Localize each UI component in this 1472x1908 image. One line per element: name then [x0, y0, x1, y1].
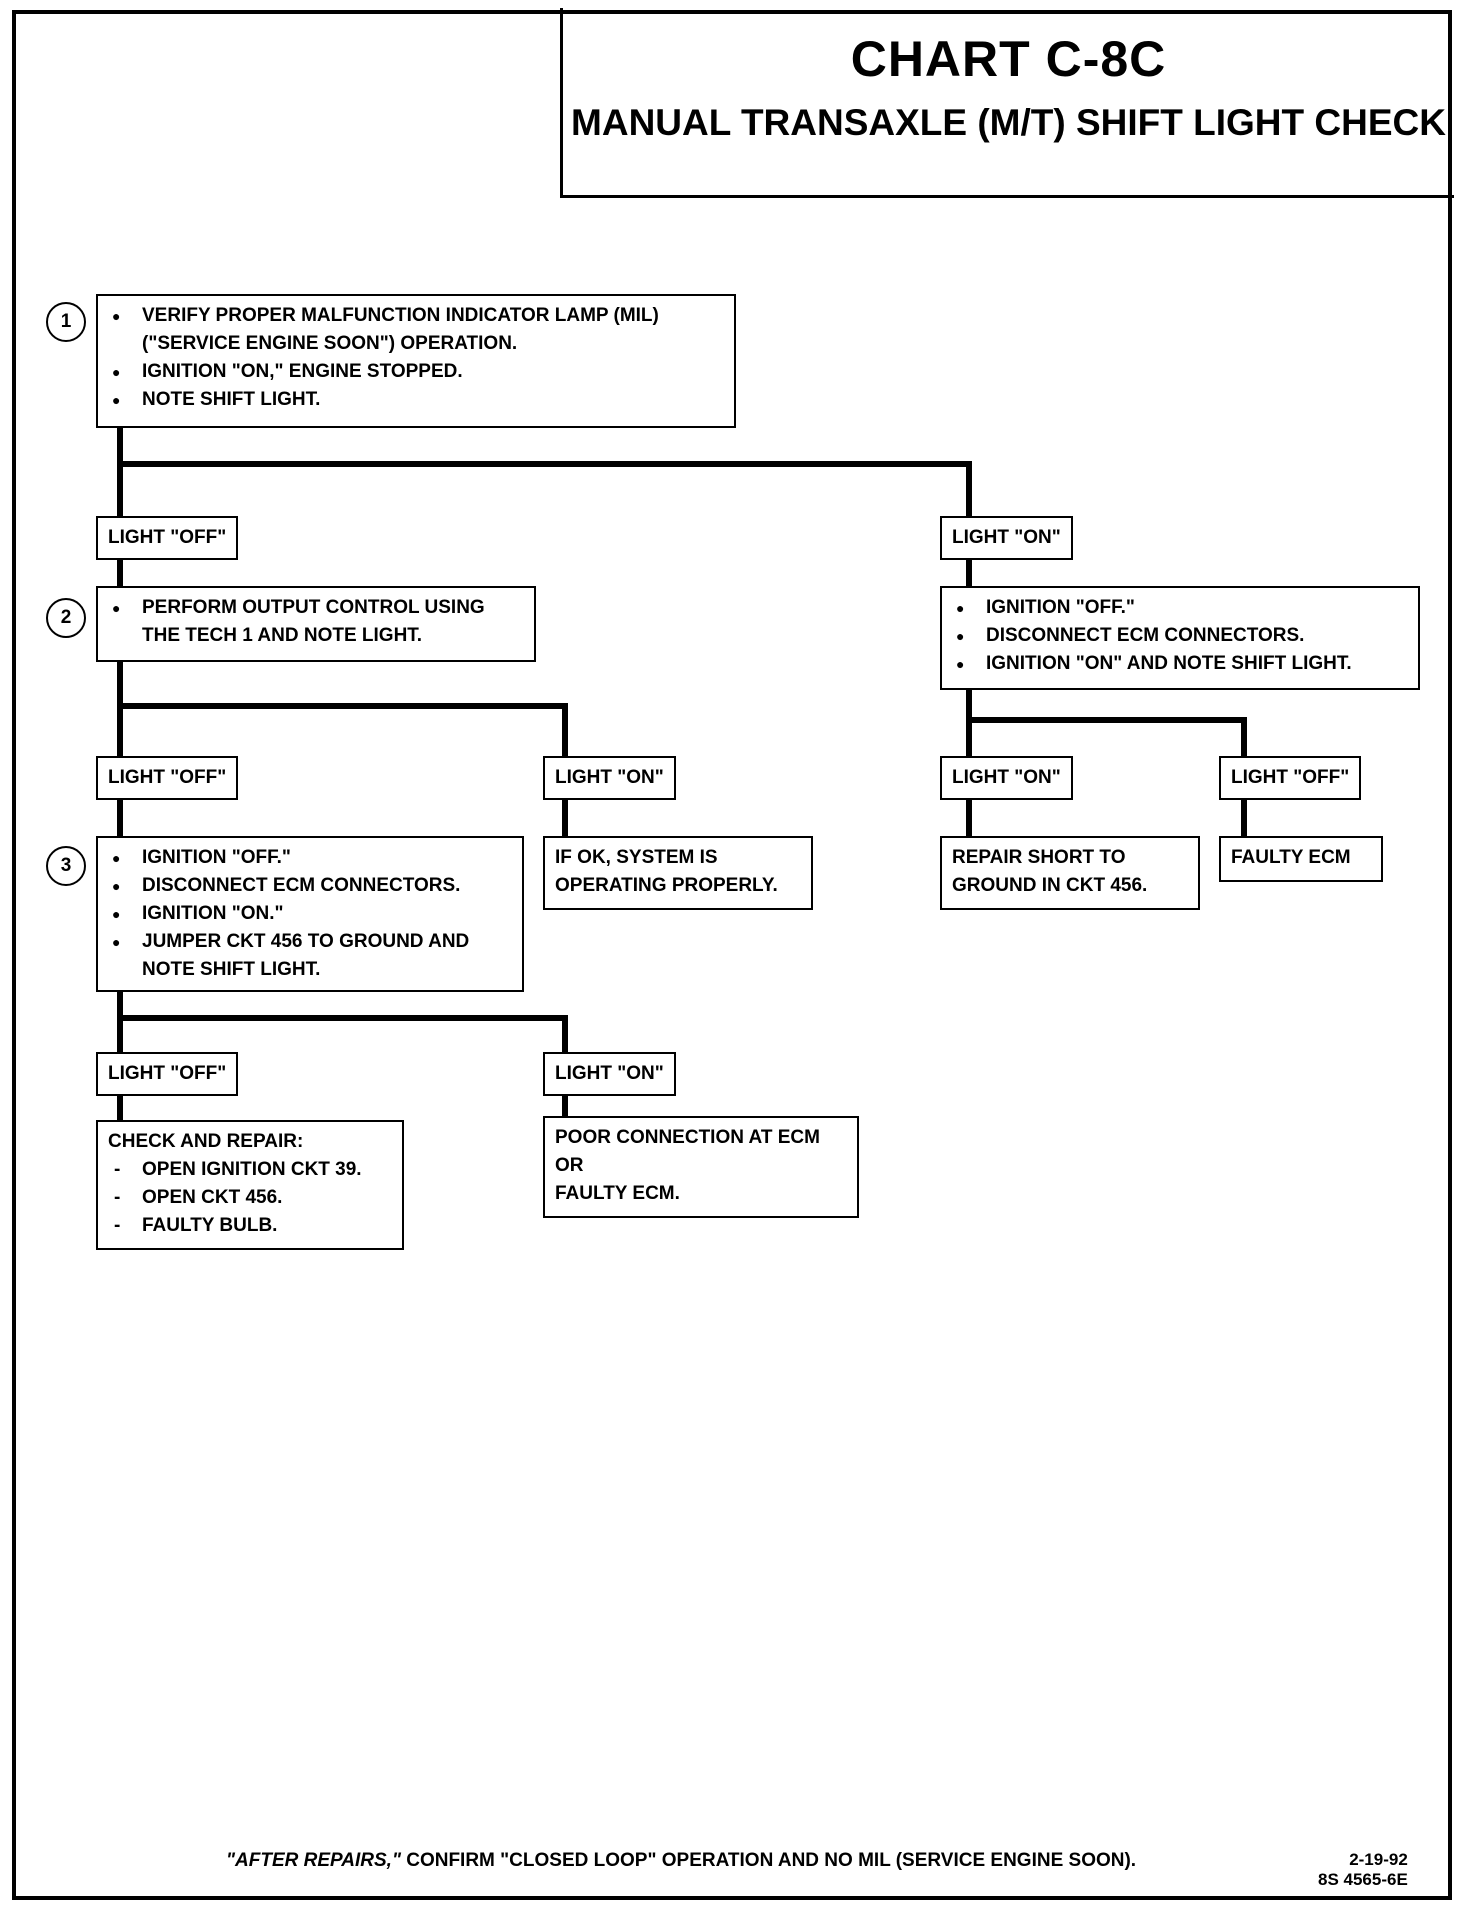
right-check-item: IGNITION "OFF.": [952, 594, 1408, 622]
step2-item: PERFORM OUTPUT CONTROL USING THE TECH 1 …: [108, 594, 524, 650]
check-repair-title: CHECK AND REPAIR:: [108, 1131, 304, 1152]
footer-text: CONFIRM "CLOSED LOOP" OPERATION AND NO M…: [400, 1850, 1137, 1871]
light-off-label: LIGHT "OFF": [96, 516, 239, 560]
result-line: POOR CONNECTION AT ECM: [555, 1127, 820, 1148]
light-on-label: LIGHT "ON": [940, 756, 1073, 800]
system-ok-result: IF OK, SYSTEM IS OPERATING PROPERLY.: [543, 836, 813, 910]
light-on-label: LIGHT "ON": [543, 1052, 676, 1096]
faulty-ecm-result: FAULTY ECM: [1219, 836, 1383, 882]
page-frame: [12, 10, 1452, 1900]
step3-item: JUMPER CKT 456 TO GROUND AND NOTE SHIFT …: [108, 928, 512, 984]
right-check-box: IGNITION "OFF." DISCONNECT ECM CONNECTOR…: [940, 586, 1420, 690]
chart-subtitle: MANUAL TRANSAXLE (M/T) SHIFT LIGHT CHECK: [571, 102, 1446, 143]
step3-item: DISCONNECT ECM CONNECTORS.: [108, 872, 512, 900]
step1-item: VERIFY PROPER MALFUNCTION INDICATOR LAMP…: [108, 302, 724, 358]
step3-box: IGNITION "OFF." DISCONNECT ECM CONNECTOR…: [96, 836, 524, 992]
check-repair-item: OPEN CKT 456.: [108, 1184, 392, 1212]
light-on-label: LIGHT "ON": [543, 756, 676, 800]
step2-box: PERFORM OUTPUT CONTROL USING THE TECH 1 …: [96, 586, 536, 662]
result-line: FAULTY ECM.: [555, 1183, 680, 1204]
right-check-item: IGNITION "ON" AND NOTE SHIFT LIGHT.: [952, 650, 1408, 678]
step3-item: IGNITION "OFF.": [108, 844, 512, 872]
document-date: 2-19-92: [1349, 1850, 1408, 1869]
step1-box: VERIFY PROPER MALFUNCTION INDICATOR LAMP…: [96, 294, 736, 428]
step-number-2: 2: [46, 598, 86, 638]
result-text: IF OK, SYSTEM IS OPERATING PROPERLY.: [555, 847, 778, 896]
light-on-label: LIGHT "ON": [940, 516, 1073, 560]
check-repair-item: OPEN IGNITION CKT 39.: [108, 1156, 392, 1184]
light-off-label: LIGHT "OFF": [1219, 756, 1362, 800]
step3-item: IGNITION "ON.": [108, 900, 512, 928]
step-number-1: 1: [46, 302, 86, 342]
connector: [117, 421, 972, 521]
document-code: 2-19-92 8S 4565-6E: [1318, 1850, 1408, 1890]
poor-connection-result: POOR CONNECTION AT ECM OR FAULTY ECM.: [543, 1116, 859, 1218]
right-check-item: DISCONNECT ECM CONNECTORS.: [952, 622, 1408, 650]
connector: [117, 703, 568, 761]
result-text: FAULTY ECM: [1231, 847, 1351, 868]
step1-item: NOTE SHIFT LIGHT.: [108, 386, 724, 414]
connector: [117, 1015, 568, 1057]
footer-emphasis: "AFTER REPAIRS,": [226, 1850, 401, 1871]
chart-title: CHART C-8C: [850, 31, 1167, 87]
title-block: CHART C-8C MANUAL TRANSAXLE (M/T) SHIFT …: [560, 8, 1454, 198]
document-number: 8S 4565-6E: [1318, 1870, 1408, 1889]
repair-short-result: REPAIR SHORT TO GROUND IN CKT 456.: [940, 836, 1200, 910]
step1-item: IGNITION "ON," ENGINE STOPPED.: [108, 358, 724, 386]
result-text: REPAIR SHORT TO GROUND IN CKT 456.: [952, 847, 1148, 896]
check-and-repair-result: CHECK AND REPAIR: OPEN IGNITION CKT 39. …: [96, 1120, 404, 1250]
step-number-3: 3: [46, 846, 86, 886]
footer-note: "AFTER REPAIRS," CONFIRM "CLOSED LOOP" O…: [226, 1850, 1136, 1872]
light-off-label: LIGHT "OFF": [96, 756, 239, 800]
light-off-label: LIGHT "OFF": [96, 1052, 239, 1096]
check-repair-item: FAULTY BULB.: [108, 1212, 392, 1240]
result-line: OR: [555, 1155, 584, 1176]
connector: [966, 717, 1247, 761]
